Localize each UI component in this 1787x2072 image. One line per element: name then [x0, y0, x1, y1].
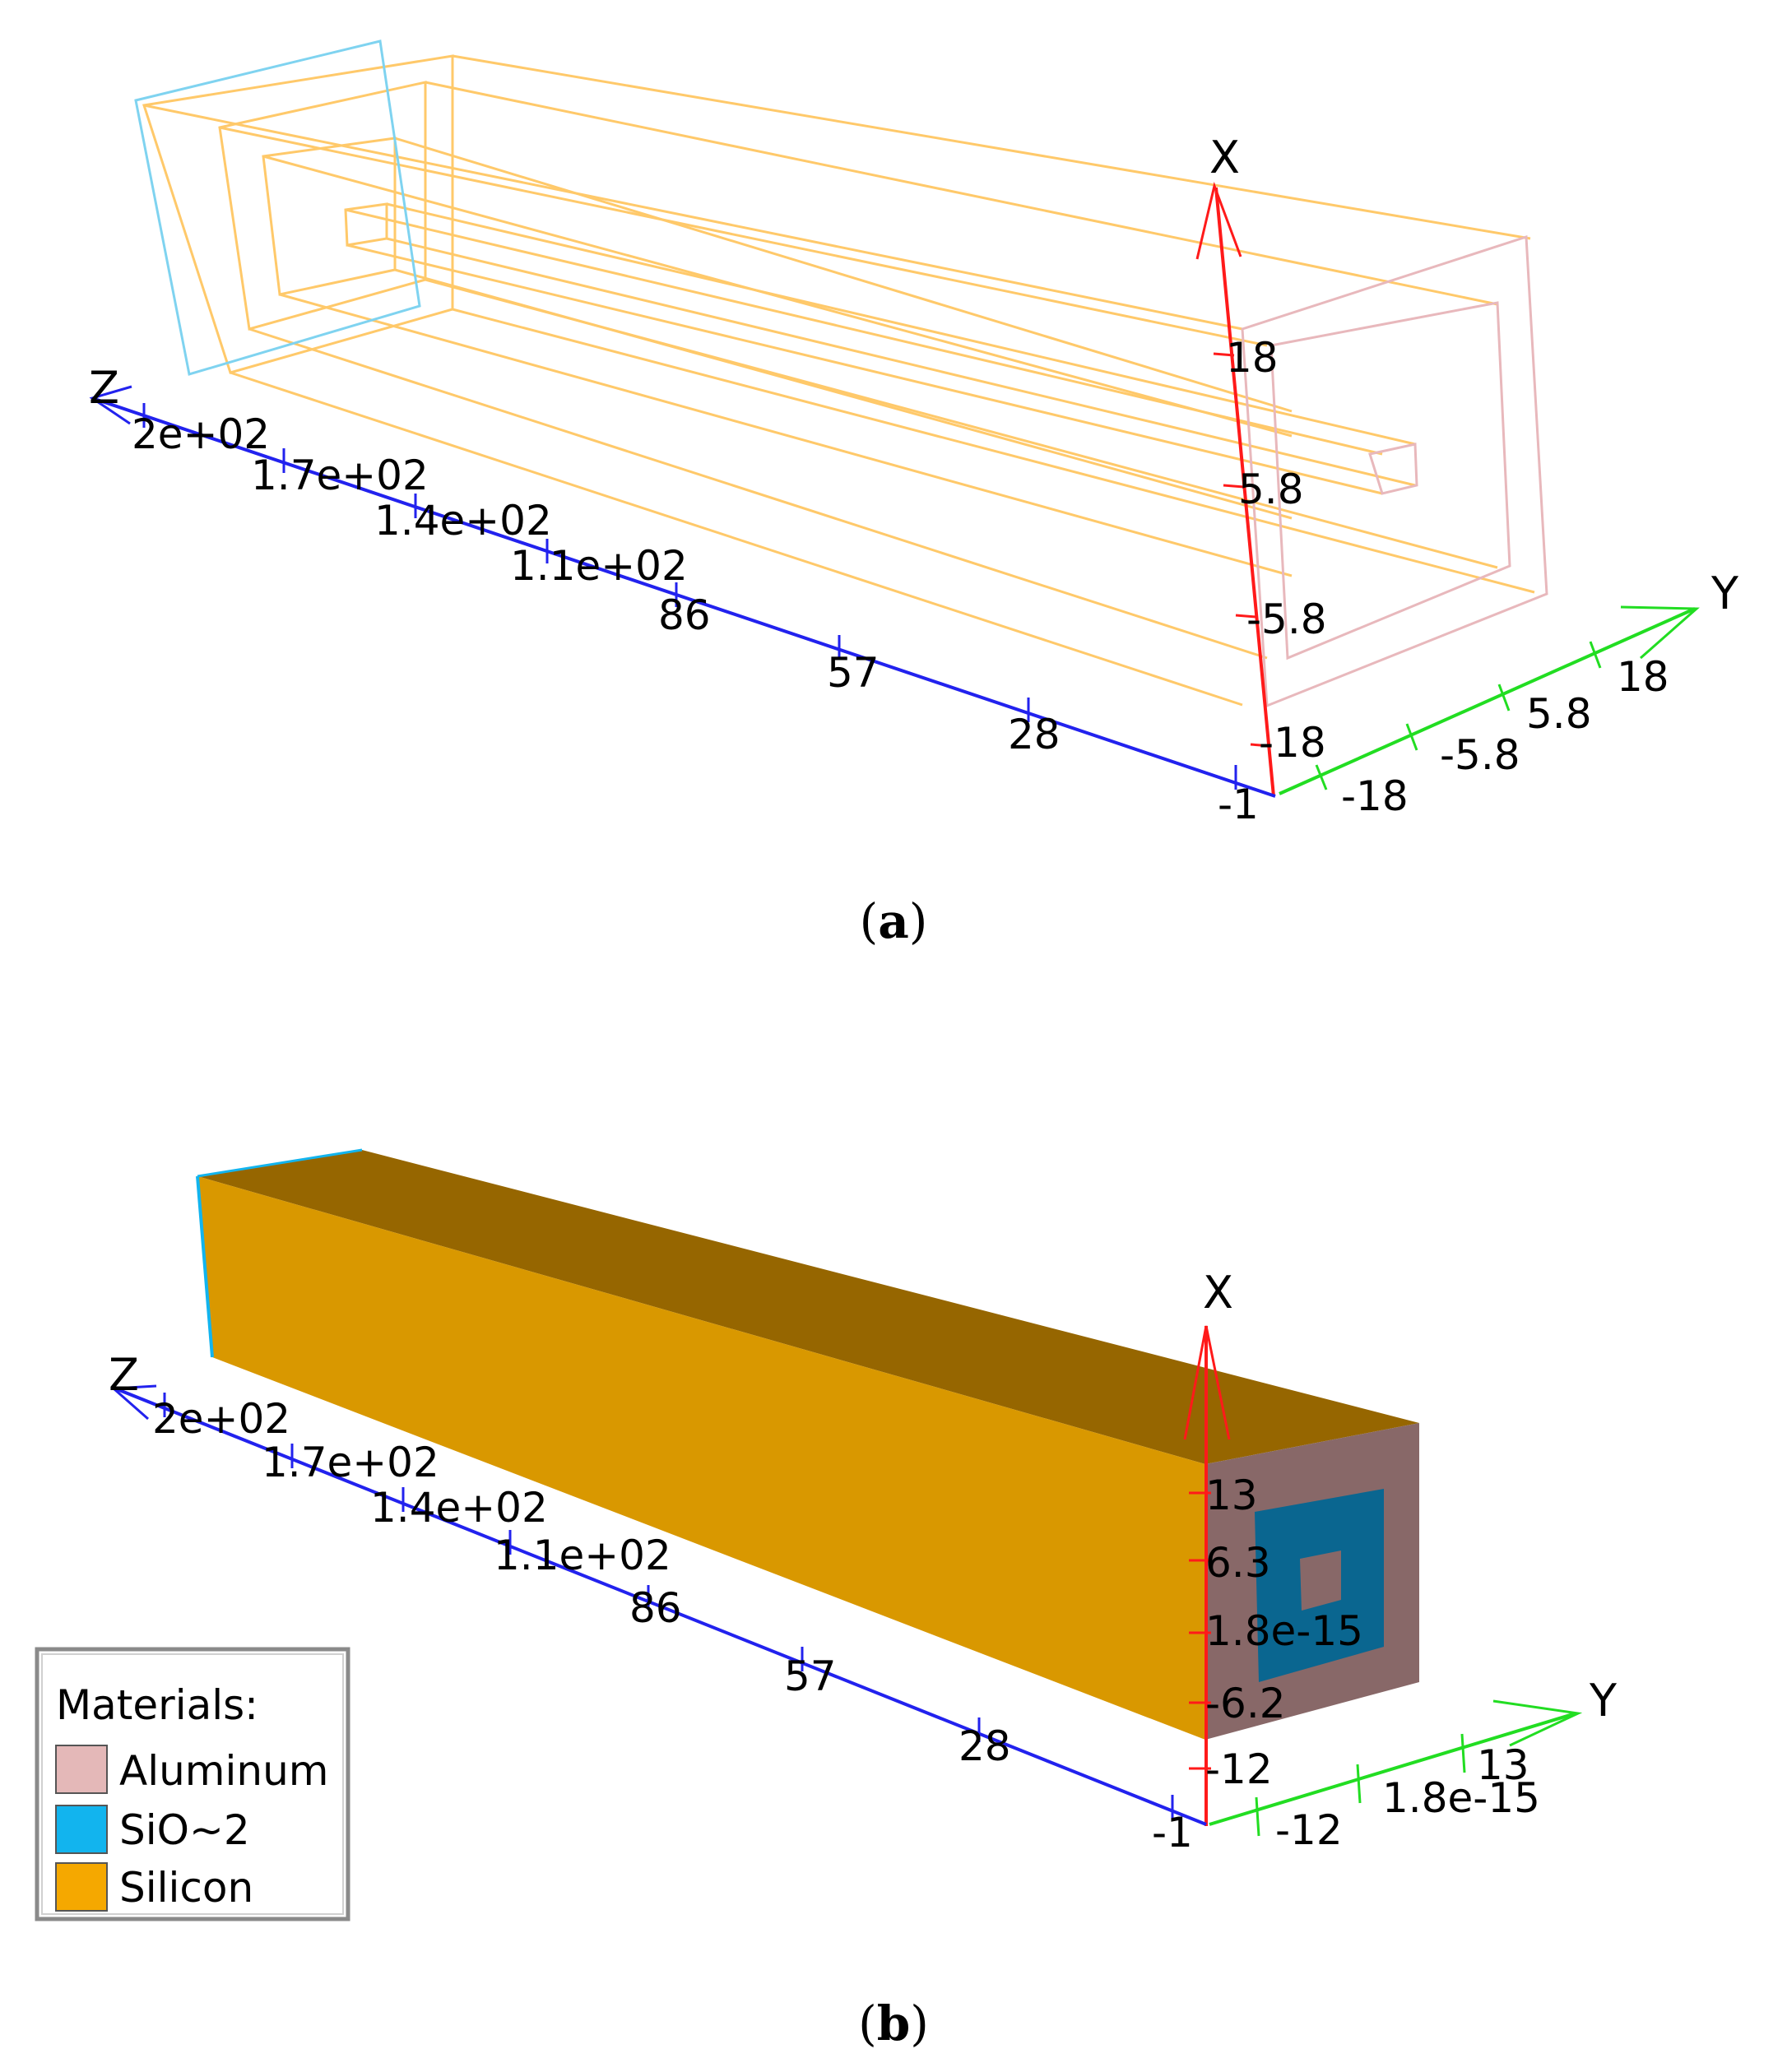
z-tick-label: 2e+02: [152, 1395, 290, 1443]
core-end-face: [1300, 1551, 1341, 1611]
x-tick-label: 13: [1205, 1472, 1258, 1519]
x-axis-b: X 13 6.3 1.8e-15 -6.2 -12: [1183, 1267, 1363, 1826]
x-tick-label: -18: [1259, 719, 1326, 767]
y-axis-name-a: Y: [1710, 568, 1739, 619]
z-tick-label: 1.7e+02: [251, 452, 429, 499]
caption-a: (a): [860, 893, 928, 949]
caption-letter-b: b: [877, 1996, 911, 2051]
oxide-edge: [196, 1175, 214, 1358]
z-axis-name-a: Z: [89, 362, 119, 414]
z-tick-label: 86: [629, 1584, 682, 1632]
legend-title: Materials:: [56, 1681, 258, 1729]
legend-label-silicon: Silicon: [119, 1864, 253, 1912]
panel-a: X 18 5.8 -5.8 -18 Y -18 -5.8 5.8 18: [89, 39, 1739, 949]
caption-letter-a: a: [878, 893, 909, 949]
z-tick-label: 57: [827, 649, 880, 697]
z-tick-label: 1.4e+02: [374, 497, 552, 545]
caption-b: (b): [858, 1996, 929, 2051]
z-tick-label: 28: [958, 1722, 1011, 1770]
z-axis-b: Z 2e+02 1.7e+02 1.4e+02 1.1e+02 86 57 28…: [109, 1349, 1207, 1856]
legend-swatch-sio2: [55, 1805, 108, 1854]
oxide-edge: [197, 1148, 363, 1178]
y-axis-name-b: Y: [1589, 1675, 1618, 1727]
z-axis-name-b: Z: [109, 1349, 139, 1401]
y-tick-label: -5.8: [1440, 731, 1520, 779]
silicon-wireframe: [142, 54, 1535, 707]
z-tick-label: 86: [658, 591, 711, 639]
x-tick-label: -5.8: [1246, 596, 1327, 643]
y-tick-label: -12: [1275, 1806, 1343, 1854]
y-tick-label: 1.8e-15: [1382, 1774, 1540, 1822]
legend-swatch-silicon: [55, 1862, 108, 1912]
y-tick-label: 5.8: [1526, 690, 1592, 738]
oxide-far-face: [134, 39, 421, 376]
z-tick-label: 28: [1008, 711, 1061, 758]
x-tick-label: -12: [1205, 1745, 1273, 1793]
panel-b: X 13 6.3 1.8e-15 -6.2 -12 Y -12 1.8e-15 …: [35, 1148, 1618, 2051]
z-tick-label: 2e+02: [132, 410, 270, 458]
z-tick-label: 1.1e+02: [494, 1532, 671, 1579]
z-tick-label: 1.4e+02: [370, 1484, 548, 1532]
legend-label-aluminum: Aluminum: [119, 1747, 328, 1795]
y-axis-b: Y -12 1.8e-15 13: [1209, 1675, 1618, 1854]
y-tick-label: -18: [1341, 772, 1409, 820]
legend-label-sio2: SiO~2: [119, 1806, 250, 1854]
x-axis-name-b: X: [1203, 1267, 1233, 1319]
z-tick-label: 1.7e+02: [262, 1439, 439, 1486]
x-axis-a: X 18 5.8 -5.8 -18: [1195, 132, 1327, 797]
legend-swatch-aluminum: [55, 1745, 108, 1794]
x-tick-label: 18: [1226, 334, 1279, 382]
x-tick-label: -6.2: [1205, 1680, 1286, 1727]
y-tick-label: 13: [1477, 1741, 1529, 1789]
aluminum-wireframe: [1241, 234, 1548, 708]
z-tick-label: 1.1e+02: [510, 542, 688, 590]
materials-legend: Materials: Aluminum SiO~2 Silicon: [35, 1647, 350, 1921]
z-tick-label: -1: [1152, 1809, 1193, 1856]
y-axis-a: Y -18 -5.8 5.8 18: [1279, 568, 1739, 820]
x-tick-label: 5.8: [1238, 466, 1304, 513]
y-tick-label: 18: [1617, 653, 1669, 701]
z-tick-label: 57: [784, 1653, 837, 1700]
z-axis-a: Z 2e+02 1.7e+02 1.4e+02 1.1e+02 86 57 28…: [89, 362, 1276, 828]
z-tick-label: -1: [1218, 781, 1259, 828]
silicon-front-face: [197, 1176, 1205, 1740]
x-tick-label: 1.8e-15: [1205, 1607, 1363, 1655]
x-tick-label: 6.3: [1205, 1539, 1271, 1587]
silicon-top-face: [197, 1150, 1419, 1464]
x-axis-name-a: X: [1209, 132, 1240, 183]
